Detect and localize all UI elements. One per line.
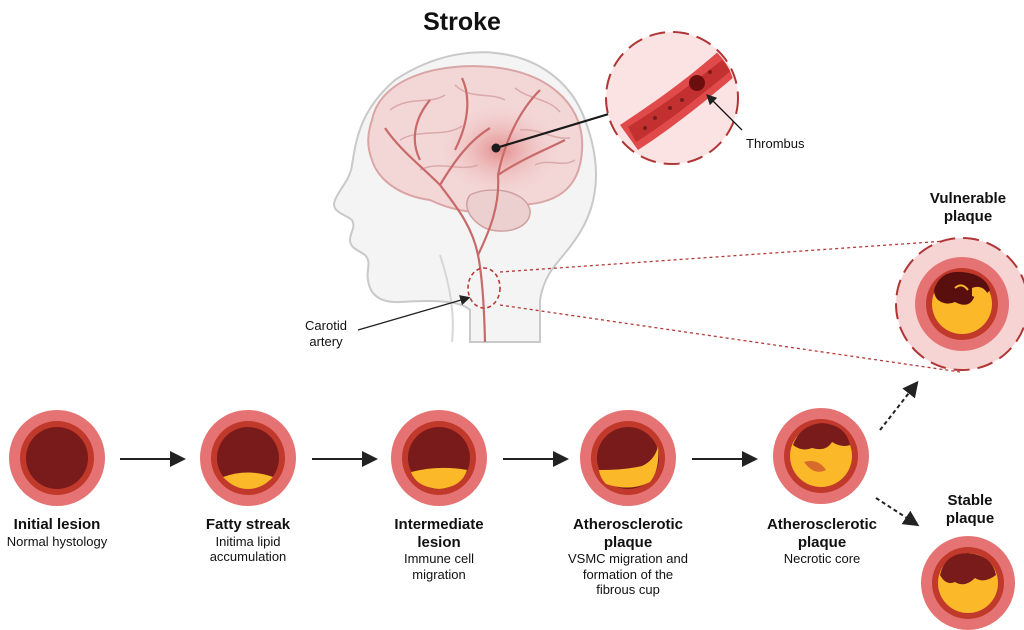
carotid-label: Carotid artery — [296, 318, 356, 349]
thrombus-label: Thrombus — [746, 136, 805, 152]
stage-title: Fatty streak — [188, 516, 308, 534]
stage-title: Intermediate lesion — [384, 516, 494, 551]
stage-title: Atherosclerotic plaque — [756, 516, 888, 551]
stable-plaque-vessel — [921, 536, 1015, 630]
thrombus-zoom — [606, 32, 742, 164]
stage-subtitle: Necrotic core — [756, 551, 888, 566]
stage-subtitle: Immune cell migration — [384, 551, 494, 582]
vulnerable-branch-arrow — [880, 384, 916, 430]
stage-vessel-1 — [9, 410, 105, 506]
stage-subtitle: VSMC migration and formation of the fibr… — [562, 551, 694, 597]
vulnerable-plaque-vessel — [896, 238, 1024, 370]
stable-plaque-label: Stable plaque — [924, 492, 1016, 527]
stage-label-3: Intermediate lesion Immune cell migratio… — [384, 516, 494, 582]
stage-title: Atherosclerotic plaque — [562, 516, 694, 551]
stage-subtitle: Normal hystology — [0, 534, 114, 549]
stage-label-1: Initial lesion Normal hystology — [0, 516, 114, 549]
stage-vessel-4 — [580, 410, 676, 506]
stage-label-2: Fatty streak Initima lipid accumulation — [188, 516, 308, 564]
stage-title: Initial lesion — [0, 516, 114, 534]
stage-label-4: Atherosclerotic plaque VSMC migration an… — [562, 516, 694, 597]
diagram-title: Stroke — [412, 8, 512, 37]
stage-subtitle: Initima lipid accumulation — [188, 534, 308, 565]
stage-vessel-2 — [200, 410, 296, 506]
stage-label-5: Atherosclerotic plaque Necrotic core — [756, 516, 888, 567]
stage-vessel-3 — [391, 410, 487, 506]
stage-vessel-5 — [773, 408, 869, 504]
vulnerable-plaque-label: Vulnerable plaque — [912, 190, 1024, 225]
